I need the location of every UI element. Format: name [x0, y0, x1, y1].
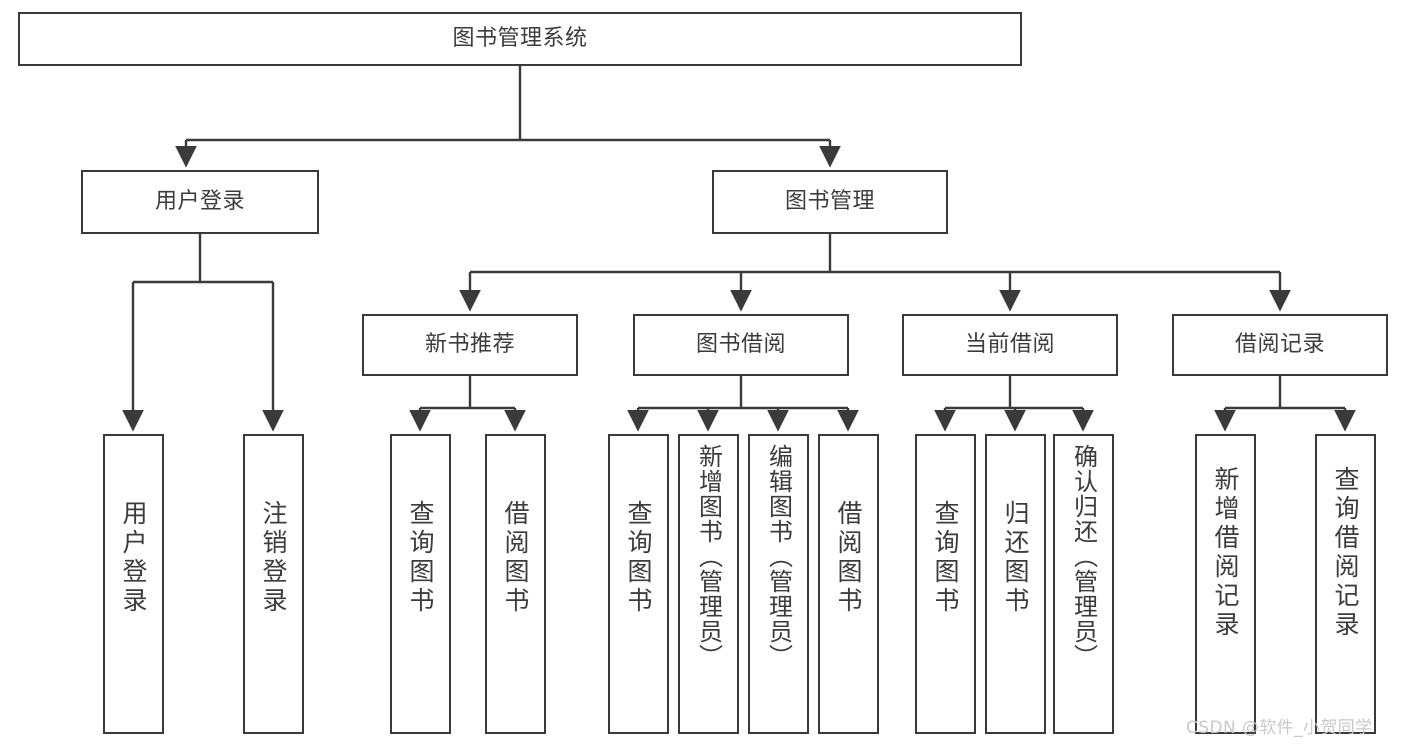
node-user-login[interactable]: 用户登录 — [81, 170, 319, 234]
node-label: 借阅图书 — [834, 500, 863, 616]
leaf-confirm-return-admin[interactable]: 确认归还（管理员） — [1053, 434, 1114, 734]
leaf-return-book[interactable]: 归还图书 — [985, 434, 1046, 734]
node-label: 查询图书 — [931, 500, 960, 616]
node-label: 当前借阅 — [964, 331, 1055, 357]
edge-root-to-level1 — [175, 66, 841, 168]
node-book-management[interactable]: 图书管理 — [712, 170, 948, 234]
leaf-query-book-recommend[interactable]: 查询图书 — [390, 434, 451, 734]
leaf-edit-book-admin[interactable]: 编辑图书（管理员） — [748, 434, 809, 734]
node-label: 查询图书 — [406, 500, 435, 616]
node-label: 图书管理 — [784, 188, 875, 214]
edge-current-to-leaves — [934, 376, 1094, 432]
leaf-query-book-current[interactable]: 查询图书 — [915, 434, 976, 734]
node-label: 借阅图书 — [501, 500, 530, 616]
node-label: 借阅记录 — [1234, 331, 1325, 357]
leaf-query-book-borrow[interactable]: 查询图书 — [608, 434, 669, 734]
node-label: 用户登录 — [154, 188, 245, 214]
node-label: 图书借阅 — [695, 331, 786, 357]
leaf-add-borrow-record[interactable]: 新增借阅记录 — [1195, 434, 1256, 734]
node-label: 图书管理系统 — [452, 25, 588, 51]
node-label: 查询图书 — [624, 500, 653, 616]
node-label: 新增借阅记录 — [1211, 466, 1240, 640]
leaf-query-borrow-record[interactable]: 查询借阅记录 — [1315, 434, 1376, 734]
edge-borrow-to-leaves — [627, 376, 859, 432]
node-label: 注销登录 — [259, 500, 288, 616]
node-label: 新书推荐 — [424, 331, 515, 357]
node-label: 用户登录 — [119, 500, 148, 616]
edge-newbook-to-leaves — [409, 376, 526, 432]
node-root-system[interactable]: 图书管理系统 — [18, 12, 1022, 66]
leaf-borrow-book[interactable]: 借阅图书 — [818, 434, 879, 734]
node-label: 编辑图书（管理员） — [764, 444, 793, 669]
node-book-borrow[interactable]: 图书借阅 — [633, 314, 849, 376]
leaf-user-login[interactable]: 用户登录 — [103, 434, 164, 734]
watermark-text: CSDN @软件_小贺同学 — [1186, 718, 1373, 738]
edge-bookmgmt-to-level2 — [459, 234, 1291, 312]
node-label: 归还图书 — [1001, 500, 1030, 616]
leaf-add-book-admin[interactable]: 新增图书（管理员） — [678, 434, 739, 734]
leaf-borrow-book-recommend[interactable]: 借阅图书 — [485, 434, 546, 734]
node-borrow-records[interactable]: 借阅记录 — [1172, 314, 1388, 376]
node-new-book-recommend[interactable]: 新书推荐 — [362, 314, 578, 376]
leaf-logout[interactable]: 注销登录 — [243, 434, 304, 734]
node-current-borrow[interactable]: 当前借阅 — [902, 314, 1118, 376]
edge-login-to-leaves — [122, 234, 284, 432]
edge-records-to-leaves — [1214, 376, 1356, 432]
node-label: 确认归还（管理员） — [1069, 444, 1098, 669]
node-label: 新增图书（管理员） — [694, 444, 723, 669]
node-label: 查询借阅记录 — [1331, 466, 1360, 640]
